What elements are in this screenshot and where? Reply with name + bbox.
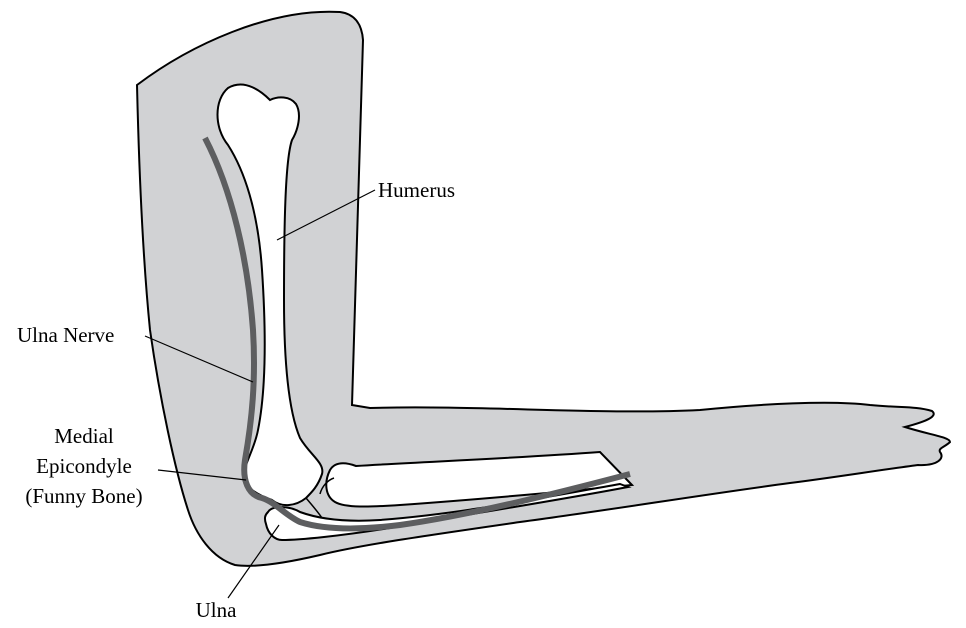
medial-epicondyle-label-line2: Epicondyle — [36, 454, 132, 478]
medial-epicondyle-label-line1: Medial — [54, 424, 114, 448]
ulna-label: Ulna — [196, 598, 238, 622]
medial-epicondyle-label-line3: (Funny Bone) — [25, 484, 142, 508]
ulna-nerve-label: Ulna Nerve — [17, 323, 114, 347]
humerus-label: Humerus — [378, 178, 455, 202]
